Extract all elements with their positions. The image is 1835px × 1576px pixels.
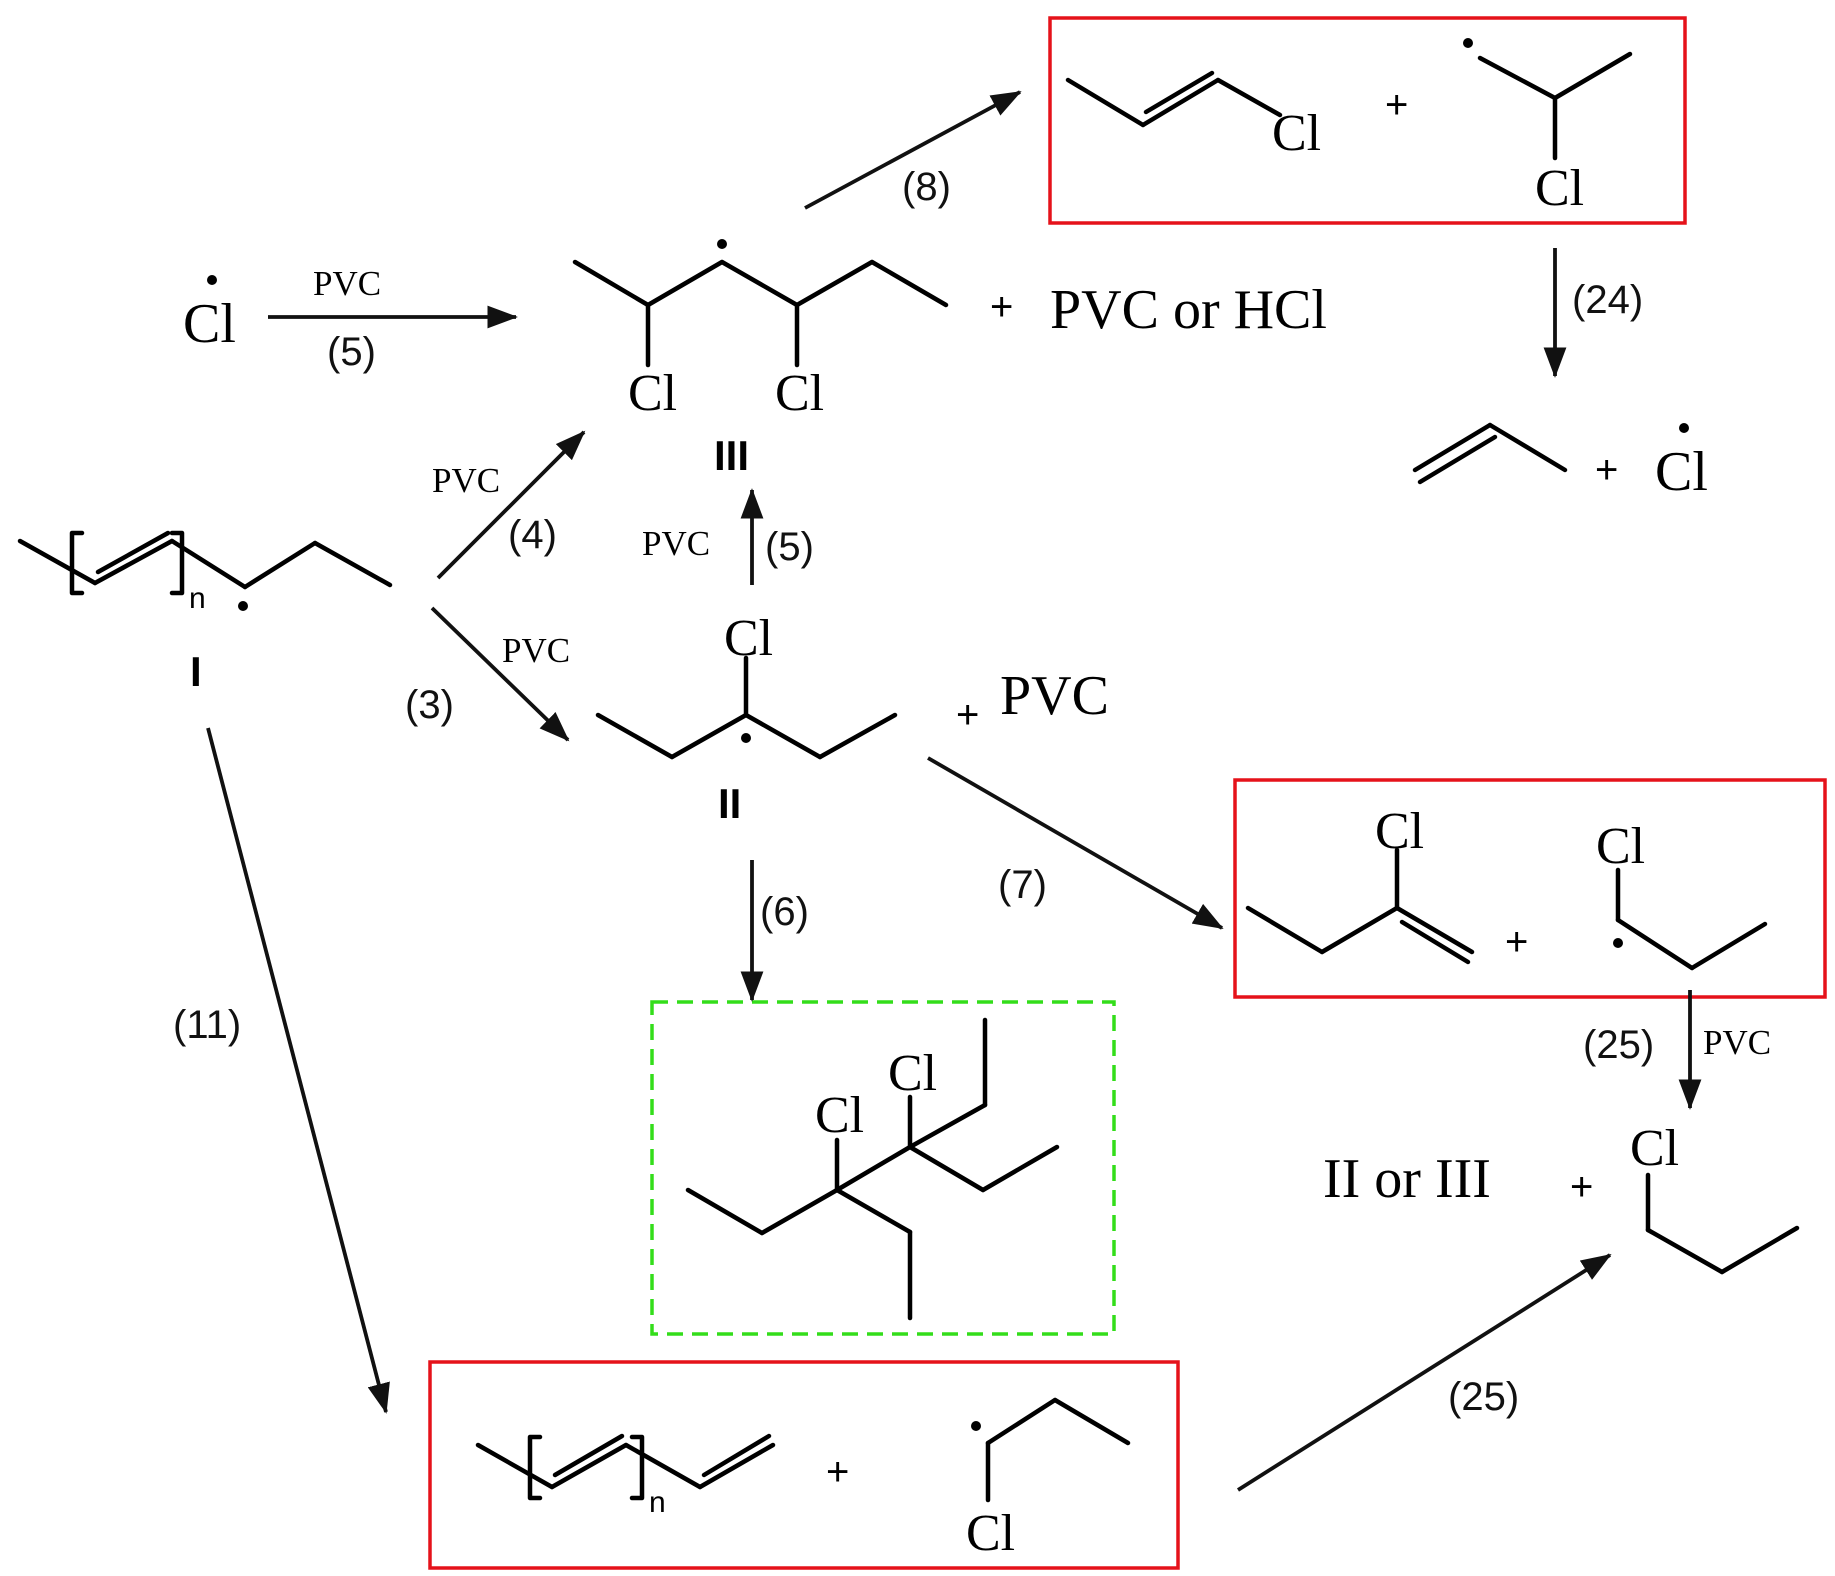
product-1-chloropropyl-radical: Cl — [966, 1397, 1131, 1562]
product-chloropropyl-radical: Cl — [1596, 818, 1768, 971]
product-1-chloropropane: Cl — [1630, 1120, 1800, 1275]
atom-label: Cl — [1596, 818, 1645, 875]
chlorine-radical-reactant: Cl — [183, 275, 236, 355]
product-box-reaction-7 — [1233, 778, 1827, 999]
left-bracket — [69, 530, 85, 596]
product-propene — [1412, 422, 1568, 485]
reagent-pvc: PVC — [642, 524, 710, 563]
radical-dot — [238, 601, 248, 611]
plus-sign: + — [990, 285, 1013, 329]
byproduct-ii-or-iii: II or III — [1323, 1148, 1491, 1210]
arrow-reaction-8 — [804, 90, 1022, 210]
reaction-label-4: (4) — [508, 513, 557, 557]
right-bracket — [629, 1434, 645, 1501]
radical-dot — [741, 733, 751, 743]
atom-label: Cl — [628, 365, 677, 422]
arrow-reaction-7 — [927, 756, 1224, 930]
atom-label: Cl — [183, 293, 236, 355]
product-chloropropene: Cl — [1065, 70, 1321, 162]
reagent-pvc: PVC — [502, 631, 570, 670]
radical-dot — [717, 239, 727, 249]
product-polyene-terminal: n — [475, 1433, 776, 1519]
plus-sign: + — [1385, 83, 1408, 127]
atom-label: Cl — [966, 1505, 1015, 1562]
atom-label: Cl — [1272, 105, 1321, 162]
atom-label: Cl — [1630, 1120, 1679, 1177]
byproduct-pvc-or-hcl: PVC or HCl — [1050, 279, 1327, 341]
reaction-label-8: (8) — [902, 165, 951, 209]
reaction-label-7: (7) — [998, 863, 1047, 907]
left-bracket — [527, 1434, 543, 1501]
reaction-label-25b: (25) — [1448, 1375, 1519, 1419]
reaction-label-11: (11) — [173, 1003, 241, 1047]
label-II: II — [718, 780, 741, 827]
plus-sign: + — [1570, 1165, 1593, 1209]
structure-I-polyene-radical: n I — [17, 530, 393, 695]
radical-dot — [207, 275, 217, 285]
reaction-label-5: (5) — [327, 330, 376, 374]
structure-II-radical: Cl II — [595, 610, 898, 827]
reaction-label-5b: (5) — [765, 525, 814, 569]
plus-sign: + — [1505, 920, 1528, 964]
product-box-reaction-8 — [1048, 16, 1687, 225]
reaction-label-6: (6) — [760, 890, 809, 934]
atom-label: Cl — [1535, 160, 1584, 217]
repeat-n-subscript: n — [189, 582, 206, 615]
plus-sign: + — [1595, 448, 1618, 492]
radical-dot — [1679, 423, 1689, 433]
atom-label: Cl — [888, 1045, 937, 1102]
radical-dot — [1463, 38, 1473, 48]
arrow-reaction-4 — [436, 430, 586, 580]
radical-dot — [971, 1421, 981, 1431]
reaction-label-25: (25) — [1583, 1023, 1654, 1067]
arrow-reaction-11 — [206, 727, 390, 1414]
label-III: III — [714, 432, 749, 479]
reaction-label-24: (24) — [1572, 278, 1643, 322]
product-box-reaction-11 — [428, 1360, 1180, 1570]
atom-label: Cl — [815, 1087, 864, 1144]
product-chloroisopropyl-radical: Cl — [1463, 38, 1633, 217]
reagent-pvc: PVC — [1703, 1023, 1771, 1062]
product-chlorine-radical: Cl — [1655, 423, 1708, 503]
product-crosslinked-dimer: Cl Cl — [685, 1017, 1060, 1321]
plus-sign: + — [956, 693, 979, 737]
atom-label: Cl — [1375, 803, 1424, 860]
structure-III-radical: Cl Cl III — [572, 239, 949, 479]
crosslink-box-reaction-6 — [650, 1000, 1116, 1336]
atom-label: Cl — [775, 365, 824, 422]
reagent-pvc: PVC — [432, 461, 500, 500]
right-bracket — [169, 530, 185, 596]
arrow-reaction-25-diagonal — [1236, 1253, 1612, 1492]
product-2-chlorobutene: Cl — [1245, 803, 1475, 965]
reagent-pvc: PVC — [313, 264, 381, 303]
radical-dot — [1613, 938, 1623, 948]
arrow-reaction-3 — [430, 606, 570, 742]
repeat-n-subscript: n — [649, 1486, 666, 1519]
reaction-label-3: (3) — [405, 683, 454, 727]
atom-label: Cl — [724, 610, 773, 667]
label-I: I — [190, 648, 202, 695]
byproduct-pvc: PVC — [1000, 665, 1109, 727]
plus-sign: + — [826, 1450, 849, 1494]
atom-label: Cl — [1655, 441, 1708, 503]
